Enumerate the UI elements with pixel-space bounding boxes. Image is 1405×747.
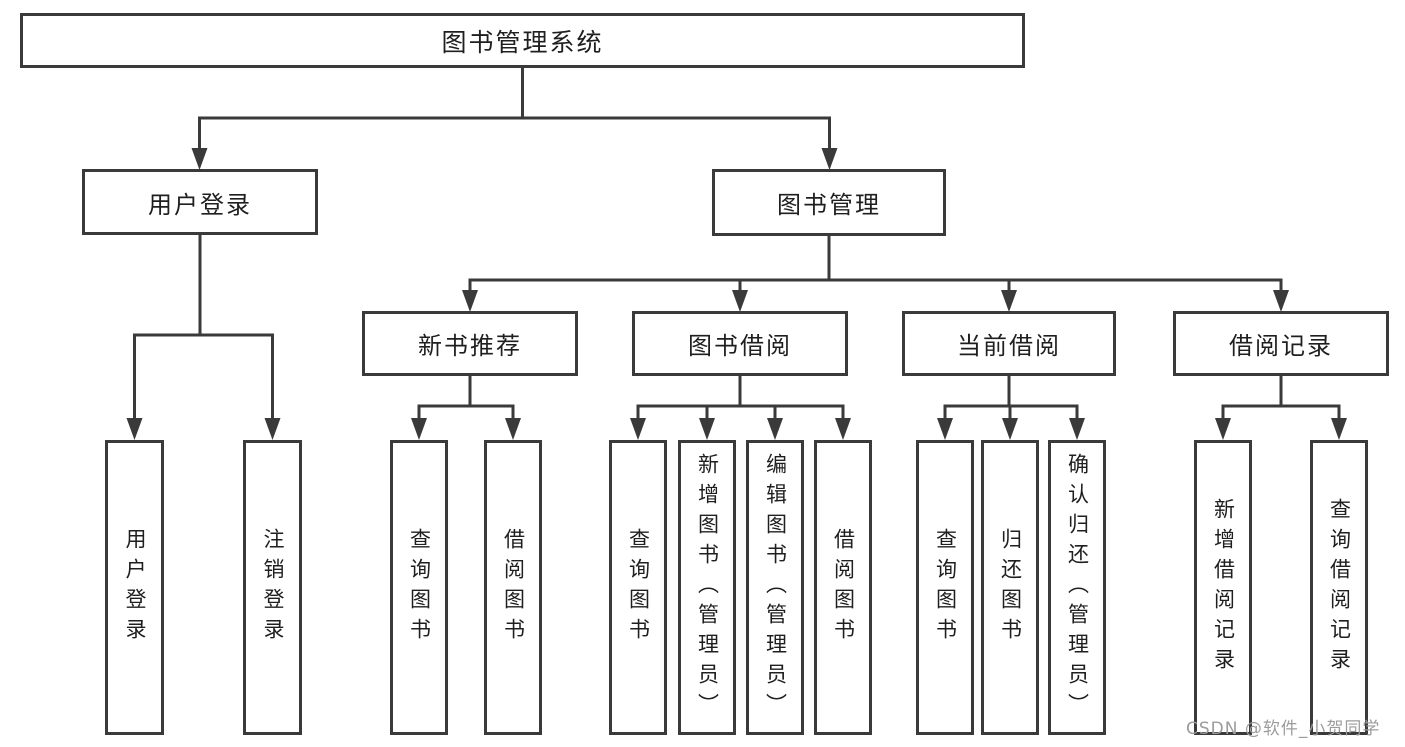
leaf-user-login-label: 用户登录 <box>123 527 147 648</box>
node-book-management-label: 图书管理 <box>777 191 881 219</box>
node-current-borrowing-label: 当前借阅 <box>957 332 1061 360</box>
leaf-add-books-admin-label: 新增图书（管理员） <box>695 452 720 723</box>
node-book-borrowing-label: 图书借阅 <box>688 332 792 360</box>
leaf-recommend-query-books-label: 查询图书 <box>407 527 432 648</box>
leaf-borrowing-borrow-books: 借阅图书 <box>814 440 872 735</box>
leaf-current-query-books-label: 查询图书 <box>933 527 958 648</box>
node-user-login: 用户登录 <box>82 169 318 235</box>
node-new-book-recommend: 新书推荐 <box>362 311 578 376</box>
leaf-recommend-borrow-books: 借阅图书 <box>484 440 542 735</box>
node-user-login-label: 用户登录 <box>148 190 252 219</box>
leaf-add-books-admin: 新增图书（管理员） <box>678 440 736 735</box>
leaf-recommend-borrow-books-label: 借阅图书 <box>501 527 526 648</box>
node-new-book-recommend-label: 新书推荐 <box>418 332 522 360</box>
leaf-current-query-books: 查询图书 <box>916 440 974 735</box>
leaf-edit-books-admin: 编辑图书（管理员） <box>746 440 804 735</box>
leaf-user-login: 用户登录 <box>105 440 164 735</box>
leaf-borrowing-query-books-label: 查询图书 <box>626 527 651 648</box>
leaf-add-borrow-record: 新增借阅记录 <box>1194 440 1252 735</box>
node-root-label: 图书管理系统 <box>441 27 604 57</box>
leaf-query-borrow-record-label: 查询借阅记录 <box>1327 497 1352 678</box>
leaf-borrowing-borrow-books-label: 借阅图书 <box>831 527 856 648</box>
arrowheads <box>126 148 1347 440</box>
leaf-logout: 注销登录 <box>243 440 302 735</box>
leaf-return-books-label: 归还图书 <box>998 527 1023 648</box>
leaf-logout-label: 注销登录 <box>261 527 285 648</box>
node-borrowing-records-label: 借阅记录 <box>1229 332 1333 360</box>
leaf-edit-books-admin-label: 编辑图书（管理员） <box>763 452 788 723</box>
node-current-borrowing: 当前借阅 <box>902 311 1116 376</box>
leaf-query-borrow-record: 查询借阅记录 <box>1310 440 1368 735</box>
node-book-borrowing: 图书借阅 <box>632 311 848 376</box>
leaf-return-books: 归还图书 <box>981 440 1039 735</box>
leaf-add-borrow-record-label: 新增借阅记录 <box>1211 497 1236 678</box>
node-root: 图书管理系统 <box>20 13 1025 68</box>
leaf-recommend-query-books: 查询图书 <box>390 440 448 735</box>
connector-paths <box>133 68 1341 420</box>
leaf-borrowing-query-books: 查询图书 <box>609 440 667 735</box>
leaf-confirm-return-admin: 确认归还（管理员） <box>1048 440 1106 735</box>
node-borrowing-records: 借阅记录 <box>1173 311 1389 376</box>
leaf-confirm-return-admin-label: 确认归还（管理员） <box>1065 452 1090 723</box>
csdn-watermark: CSDN @软件_小贺同学 <box>1186 719 1381 739</box>
node-book-management: 图书管理 <box>712 169 946 236</box>
